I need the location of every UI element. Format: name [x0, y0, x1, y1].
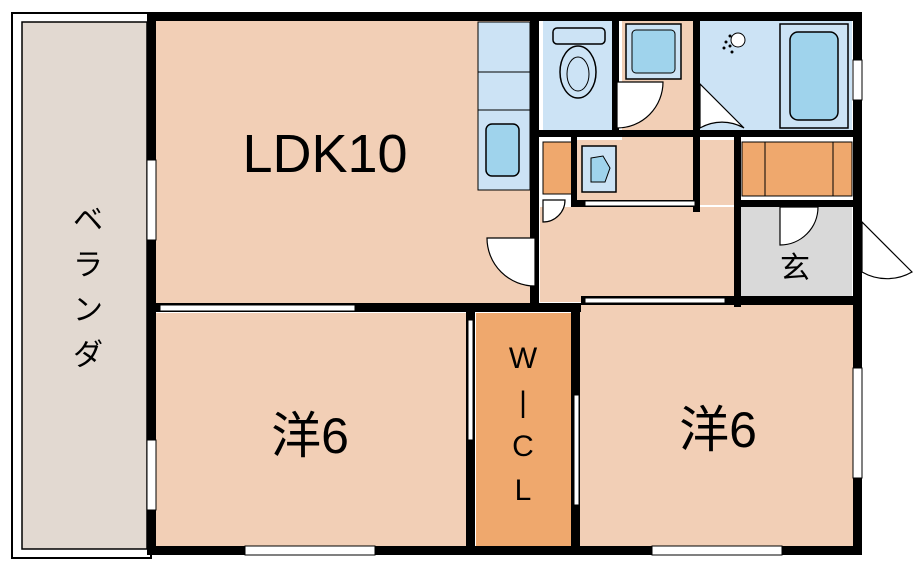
- toilet-tank: [552, 27, 606, 45]
- western-room-right-floor: [580, 305, 855, 550]
- shoe-storage: [741, 141, 853, 197]
- balcony-letter-4: ダ: [73, 339, 103, 372]
- western-room-left-floor: [153, 313, 471, 550]
- western-room-left-label: 洋6: [271, 408, 349, 464]
- swing-doors: [486, 81, 913, 287]
- storage-small: [542, 141, 573, 195]
- balcony-letter-2: ラ: [73, 249, 103, 282]
- ldk-label: LDK10: [242, 124, 407, 184]
- entrance-label: 玄: [780, 252, 810, 285]
- wic-letter-l: L: [515, 474, 532, 507]
- balcony-floor: [21, 21, 148, 550]
- wic-letter-c: C: [512, 430, 534, 463]
- ldk-floor: [153, 20, 537, 307]
- kitchen-sink: [485, 123, 520, 177]
- wic-letter-bar: |: [519, 386, 527, 419]
- washbasin: [581, 145, 617, 193]
- balcony-letter-3: ン: [73, 294, 103, 327]
- windows: [146, 59, 863, 556]
- wic-letter-w: W: [509, 342, 538, 375]
- sliding-doors: [159, 200, 726, 506]
- western-room-right-label: 洋6: [679, 402, 757, 458]
- balcony-letter-1: ベ: [73, 204, 103, 237]
- shower-icon: [722, 32, 746, 54]
- hall-floor: [540, 207, 736, 302]
- wic-floor: [476, 313, 575, 550]
